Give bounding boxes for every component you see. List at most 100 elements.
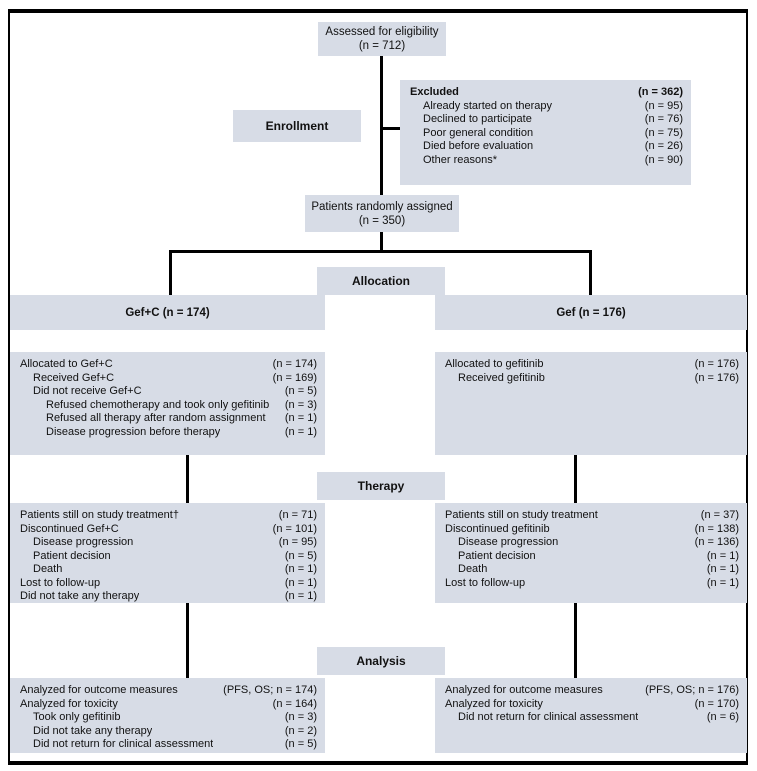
eligibility-line1: Assessed for eligibility: [325, 26, 439, 38]
row-label: Refused all therapy after random assignm…: [46, 412, 266, 424]
row-label: Patient decision: [33, 549, 111, 562]
row-label: Patients still on study treatment: [445, 509, 598, 521]
flow-row: Death(n = 1): [445, 563, 739, 577]
therapy-left-box: Patients still on study treatment†(n = 7…: [10, 503, 325, 603]
row-label: Disease progression before therapy: [46, 425, 221, 438]
row-label: Discontinued gefitinib: [445, 522, 550, 535]
flow-row: Analyzed for outcome measures (PFS, OS; n…: [20, 684, 317, 698]
flow-row: Patients still on study treatment (n = 37…: [445, 509, 739, 523]
eligibility-box: Assessed for eligibility (n = 712): [318, 22, 446, 56]
flow-row: Declined to participate (n = 76): [410, 113, 683, 127]
flow-row: Refused all therapy after random assignm…: [20, 412, 317, 426]
flow-row: Disease progression before therapy (n = 1…: [20, 426, 317, 440]
row-label: Did not return for clinical assessment: [458, 711, 639, 723]
row-label: Analyzed for toxicity: [445, 697, 543, 710]
connector-allocation-therapy-right: [574, 455, 577, 503]
row-count: (n = 169): [272, 371, 317, 384]
flow-row: Died before evaluation(n = 26): [410, 140, 683, 154]
row-count: (n = 138): [694, 522, 739, 535]
row-count: (n = 174): [272, 358, 317, 370]
flow-row: Analyzed for outcome measures(PFS, OS; n…: [445, 684, 739, 698]
row-label: Patient decision: [458, 549, 536, 562]
row-count: (n = 1): [284, 590, 317, 602]
row-count: (n = 170): [694, 697, 739, 710]
row-label: Declined to participate: [423, 113, 532, 125]
connector-branch-left: [169, 250, 172, 295]
row-count: (n = 37): [700, 509, 739, 521]
row-count: (n = 3): [284, 398, 317, 411]
row-label: Did not return for clinical assessment: [33, 738, 214, 750]
row-count: (n = 95): [644, 99, 683, 112]
row-label: Death: [33, 563, 63, 575]
connector-branch-right: [589, 250, 592, 295]
flow-row: Analyzed for toxicity (n = 164): [20, 698, 317, 712]
row-label: Excluded: [410, 86, 459, 98]
row-count: (n = 5): [284, 738, 317, 750]
flow-row: Allocated to Gef+C(n = 174): [20, 358, 317, 372]
row-count: (n = 362): [638, 86, 683, 98]
row-label: Analyzed for toxicity: [20, 697, 118, 710]
row-count: (n = 164): [272, 697, 317, 710]
flow-row: Allocated to gefitinib(n = 176): [445, 358, 739, 372]
row-count: (n = 6): [706, 711, 739, 723]
flow-row: Death (n = 1): [20, 563, 317, 577]
row-label: Disease progression: [458, 536, 559, 548]
row-count: (n = 176): [694, 371, 739, 384]
randomized-line1: Patients randomly assigned: [311, 200, 453, 213]
row-count: (n = 2): [284, 724, 317, 737]
row-count: (n = 176): [694, 358, 739, 370]
row-count: (n = 1): [284, 563, 317, 575]
row-count: (n = 1): [706, 549, 739, 562]
flow-row: Did not return for clinical assessment (n…: [20, 738, 317, 752]
row-count: (n = 95): [278, 536, 317, 548]
row-count: (n = 101): [272, 522, 317, 535]
flow-row: Lost to follow-up(n = 1): [445, 577, 739, 591]
arm-header-gef-c: Gef+C (n = 174): [10, 295, 325, 330]
analysis-right-box: Analyzed for outcome measures(PFS, OS; n…: [435, 678, 747, 753]
connector-randomized-down: [380, 232, 383, 252]
row-label: Did not take any therapy: [20, 590, 140, 602]
analysis-left-box: Analyzed for outcome measures (PFS, OS; n…: [10, 678, 325, 753]
flow-row: Already started on therapy (n = 95): [410, 100, 683, 114]
randomized-count: (n = 350): [358, 214, 406, 227]
arm-header-gef: Gef (n = 176): [435, 295, 747, 330]
row-count: (n = 5): [284, 385, 317, 397]
row-count: (n = 5): [284, 549, 317, 562]
row-label: Discontinued Gef+C: [20, 522, 119, 535]
row-label: Lost to follow-up: [445, 576, 526, 589]
flow-row: Did not receive Gef+C (n = 5): [20, 385, 317, 399]
connector-to-excluded: [381, 127, 400, 130]
row-label: Did not take any therapy: [33, 724, 153, 737]
row-count: (n = 26): [644, 140, 683, 152]
flow-row: Discontinued Gef+C (n = 101): [20, 523, 317, 537]
allocation-left-box: Allocated to Gef+C(n = 174)Received Gef+…: [10, 352, 325, 455]
connector-therapy-analysis-left: [186, 603, 189, 678]
flow-row: Did not take any therapy (n = 2): [20, 725, 317, 739]
row-label: Analyzed for outcome measures: [20, 684, 178, 696]
flow-row: Received gefitinib(n = 176): [445, 372, 739, 386]
eligibility-count: (n = 712): [358, 40, 406, 52]
flow-row: Did not take any therapy (n = 1): [20, 590, 317, 604]
therapy-right-box: Patients still on study treatment (n = 37…: [435, 503, 747, 603]
therapy-label: Therapy: [317, 472, 445, 500]
row-label: Did not receive Gef+C: [33, 385, 142, 397]
row-label: Other reasons*: [423, 153, 497, 166]
row-label: Analyzed for outcome measures: [445, 684, 603, 696]
row-count: (PFS, OS; n = 174): [223, 684, 317, 696]
randomized-box: Patients randomly assigned (n = 350): [305, 195, 459, 232]
row-label: Disease progression: [33, 536, 134, 548]
row-count: (n = 1): [284, 425, 317, 438]
row-count: (n = 75): [644, 126, 683, 139]
analysis-label: Analysis: [317, 647, 445, 675]
flow-row: Received Gef+C(n = 169): [20, 372, 317, 386]
row-count: (n = 71): [278, 509, 317, 521]
row-count: (n = 1): [706, 563, 739, 575]
row-count: (n = 76): [644, 113, 683, 125]
flow-row: Discontinued gefitinib (n = 138): [445, 523, 739, 537]
connector-therapy-analysis-right: [574, 603, 577, 678]
allocation-label: Allocation: [317, 267, 445, 295]
flow-row: Patient decision (n = 1): [445, 550, 739, 564]
row-label: Already started on therapy: [423, 99, 553, 112]
flow-row: Patients still on study treatment†(n = 7…: [20, 509, 317, 523]
